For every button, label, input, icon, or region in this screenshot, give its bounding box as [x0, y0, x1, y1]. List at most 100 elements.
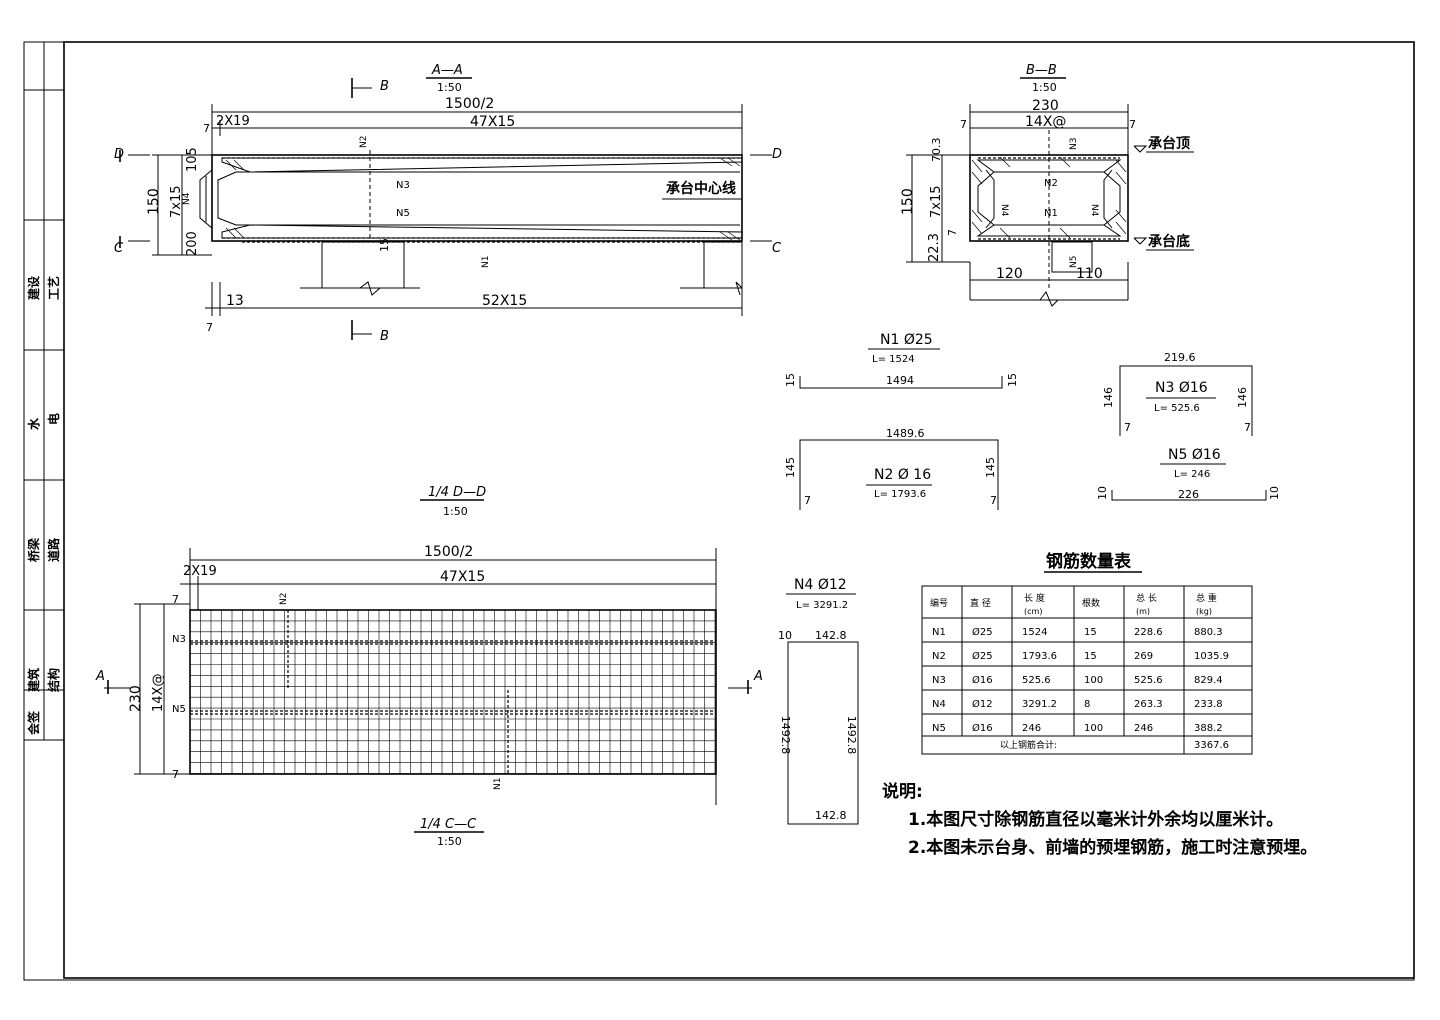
dimension: 146 [1236, 387, 1249, 408]
dimension: 15 [378, 238, 391, 252]
table-cell: 525.6 [1134, 675, 1163, 686]
dimension: 110 [1076, 266, 1103, 282]
rebar-label: N1 [493, 778, 503, 790]
table-cell: Ø16 [972, 674, 993, 686]
table-header: 直 径 [970, 597, 991, 609]
dimension: 1492.8 [845, 716, 858, 755]
top-label: 承台顶 [1148, 135, 1190, 152]
bar-length: L= 3291.2 [796, 600, 848, 611]
view-scale: 1:50 [443, 505, 468, 518]
bottom-label: 承台底 [1148, 233, 1190, 250]
table-cell: 15 [1084, 627, 1097, 638]
rebar-label: N4 [1089, 204, 1099, 217]
table-cell: 233.8 [1194, 699, 1223, 710]
table-cell: 263.3 [1134, 699, 1163, 710]
table-cell: 228.6 [1134, 627, 1163, 638]
dimension: 52X15 [482, 293, 527, 309]
view-title: B—B [1026, 63, 1057, 78]
dimension: 226 [1178, 488, 1199, 501]
cut-marker: A [95, 669, 105, 684]
table-total-label: 以上钢筋合计: [1000, 739, 1057, 751]
dimension: 1489.6 [886, 427, 925, 440]
bar-title: N1 Ø25 [880, 332, 933, 348]
dimension: 14X@ [1025, 114, 1066, 130]
bar-title: N4 Ø12 [794, 577, 847, 593]
dimension: 2X19 [183, 564, 217, 579]
rebar-label: N5 [396, 208, 410, 219]
centerline-label: 承台中心线 [666, 180, 736, 197]
table-cell: N2 [932, 651, 946, 662]
table-cell: 8 [1084, 699, 1090, 710]
dimension: 7 [206, 321, 213, 334]
table-cell: 100 [1084, 723, 1103, 734]
rebar-label: N5 [172, 704, 186, 715]
bar-n1: N1 Ø25 L= 1524 1494 15 15 [784, 332, 1019, 389]
dimension: 219.6 [1164, 351, 1196, 364]
dimension: 142.8 [815, 809, 847, 822]
table-cell: N4 [932, 699, 946, 710]
plan-dd: 1/4 D—D 1:50 1500/2 2X19 47X15 7 7 N2 N3… [95, 485, 763, 848]
dimension: 7 [1124, 421, 1131, 434]
bar-length: L= 1524 [872, 354, 915, 365]
bar-length: L= 246 [1174, 469, 1210, 480]
table-cell: 880.3 [1194, 627, 1223, 638]
table-cell: Ø25 [972, 650, 993, 662]
dimension: 10 [778, 629, 792, 642]
rebar-label: N5 [1069, 256, 1079, 268]
bar-length: L= 525.6 [1154, 403, 1200, 414]
section-bb: B—B 1:50 230 14X@ 7 7 N3 N2 N1 [900, 63, 1194, 307]
dimension: 10 [1096, 486, 1109, 500]
rebar-label: N2 [359, 136, 369, 148]
rebar-label: N3 [172, 634, 186, 645]
table-cell: 525.6 [1022, 675, 1051, 686]
rebar-label: N3 [396, 180, 410, 191]
cut-marker: D [114, 147, 124, 162]
dimension: 70.3 [930, 138, 943, 163]
dimension: 1492.8 [779, 716, 792, 755]
dimension: 7 [1129, 118, 1136, 131]
dimension: 13 [226, 293, 244, 309]
dimension: 2X19 [216, 114, 250, 129]
table-cell: 1793.6 [1022, 651, 1057, 662]
table-cell: 246 [1134, 723, 1153, 734]
bar-n3: 219.6 N3 Ø16 L= 525.6 146 146 7 7 [1102, 351, 1253, 436]
table-cell: 246 [1022, 723, 1041, 734]
rebar-label: N1 [481, 256, 491, 268]
dimension: 150 [146, 188, 162, 215]
table-cell: 388.2 [1194, 723, 1223, 734]
table-cell: Ø25 [972, 626, 993, 638]
rebar-label: N3 [1069, 138, 1079, 150]
strip-label: 会签 [26, 710, 41, 735]
note-line: 1.本图尺寸除钢筋直径以毫米计外余均以厘米计。 [908, 809, 1283, 830]
table-total-value: 3367.6 [1194, 740, 1229, 751]
dimension: 14X@ [151, 674, 166, 712]
table-cell: 3291.2 [1022, 699, 1057, 710]
dimension: 1500/2 [424, 544, 473, 560]
note-line: 2.本图未示台身、前墙的预埋钢筋，施工时注意预埋。 [908, 837, 1317, 858]
table-cell: 100 [1084, 675, 1103, 686]
notes-title: 说明: [882, 781, 923, 802]
table-header: (m) [1136, 607, 1150, 616]
rebar-label: N4 [182, 192, 192, 205]
view-scale: 1:50 [437, 81, 462, 94]
bar-title: N2 Ø 16 [874, 467, 931, 483]
dimension: 10 [1268, 486, 1281, 500]
dimension: 120 [996, 266, 1023, 282]
dimension: 7 [172, 593, 179, 606]
countersign-strip: 建设 工艺 水 电 桥梁 道路 建筑 结构 会签 [23, 41, 65, 741]
strip-label: 结构 [46, 668, 61, 692]
table-cell: N3 [932, 675, 946, 686]
dimension: 146 [1102, 387, 1115, 408]
notes: 说明: 1.本图尺寸除钢筋直径以毫米计外余均以厘米计。 2.本图未示台身、前墙的… [882, 781, 1317, 858]
table-cell: 269 [1134, 651, 1153, 662]
table-header: 总 重 [1196, 592, 1217, 604]
table-cell: 1035.9 [1194, 651, 1229, 662]
cut-marker: B [380, 329, 389, 344]
strip-label: 桥梁 [26, 538, 41, 562]
table-header: 总 长 [1136, 592, 1157, 604]
table-cell: 15 [1084, 651, 1097, 662]
dimension: 7 [990, 494, 997, 507]
dimension: 145 [784, 457, 797, 478]
